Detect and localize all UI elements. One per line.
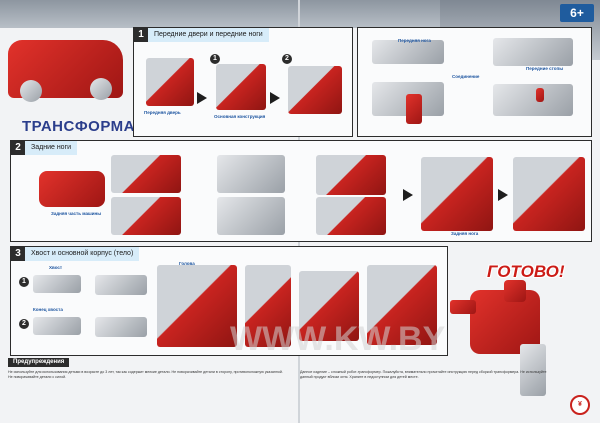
- arrow-icon: [403, 189, 413, 201]
- step3-body-b: [245, 265, 291, 347]
- final-robot-head: [504, 280, 526, 302]
- step3-tail-b: [33, 317, 81, 335]
- label-back-part: Задняя часть машины: [51, 211, 102, 216]
- detail-d: [493, 84, 573, 116]
- final-robot-leg: [520, 344, 546, 396]
- step2-heading: Задние ноги: [25, 141, 78, 155]
- label-front-door: Передняя дверь: [144, 110, 181, 115]
- step2-stage-6: [316, 197, 386, 235]
- step2-stage-4: [217, 197, 285, 235]
- step3-tail-c: [95, 275, 147, 295]
- step1-part-c: [288, 66, 342, 114]
- step3-substep-2: 2: [19, 319, 29, 329]
- label-tail-end: Конец хвоста: [33, 307, 63, 312]
- warning-section: Предупреждения Не используйте для исполь…: [8, 358, 592, 418]
- truck-wheel-front: [20, 80, 42, 102]
- step3-body-c: [299, 271, 359, 341]
- step2-stage-8: [513, 157, 585, 231]
- step3-body-d: [367, 265, 437, 345]
- detail-leg-a: [406, 94, 422, 124]
- label-front-leg: Передняя нога: [398, 38, 431, 43]
- detail-leg-b: [536, 88, 544, 102]
- label-head: Голова: [179, 261, 195, 266]
- step3-body-a: [157, 265, 237, 347]
- step2-number: 2: [11, 141, 25, 155]
- step1-substep-2: 2: [282, 54, 292, 64]
- step1-substep-1: 1: [210, 54, 220, 64]
- warning-heading: Предупреждения: [8, 358, 70, 367]
- step2-stage-2: [111, 197, 181, 235]
- label-tail: Хвост: [49, 265, 63, 270]
- warning-text-right: Данное изделие – сложный робот-трансформ…: [300, 370, 547, 379]
- arrow-icon: [498, 189, 508, 201]
- step2-truck-rear: [39, 171, 105, 207]
- age-badge: 6+: [560, 4, 594, 22]
- brand-logo-icon: ¥: [570, 395, 590, 415]
- label-back-leg: Задняя нога: [451, 231, 479, 236]
- done-label: ГОТОВО!: [487, 262, 565, 281]
- truck-wheel-rear: [90, 78, 112, 100]
- step3-number: 3: [11, 247, 25, 261]
- label-main-body: Основная конструкция: [214, 114, 266, 119]
- step3-tail-a: [33, 275, 81, 293]
- step2-stage-5: [316, 155, 386, 195]
- final-robot-tail: [450, 300, 476, 314]
- label-front-foot: Передние стопы: [526, 66, 564, 71]
- step1-heading: Передние двери и передние ноги: [148, 28, 269, 42]
- step3-heading: Хвост и основной корпус (тело): [25, 247, 140, 261]
- step1-part-a: [146, 58, 194, 106]
- detail-a: [372, 40, 444, 64]
- watermark: WWW.KW.BY: [230, 320, 446, 358]
- label-connection: Соединение: [452, 74, 480, 79]
- page-title: ТРАНСФОРМАЦИЯ: [22, 118, 169, 135]
- step3-tail-d: [95, 317, 147, 337]
- step2-stage-3: [217, 155, 285, 193]
- warning-text-left: Не используйте для использования детьми …: [8, 370, 283, 379]
- detail-c: [493, 38, 573, 66]
- step1-part-b: [216, 64, 266, 110]
- step1-number: 1: [134, 28, 148, 42]
- step2-stage-1: [111, 155, 181, 193]
- arrow-icon: [270, 92, 280, 104]
- step1-detail-panel: Передняя нога Соединение Передние стопы: [357, 27, 592, 137]
- step2-stage-7: [421, 157, 493, 231]
- arrow-icon: [197, 92, 207, 104]
- step3-substep-1: 1: [19, 277, 29, 287]
